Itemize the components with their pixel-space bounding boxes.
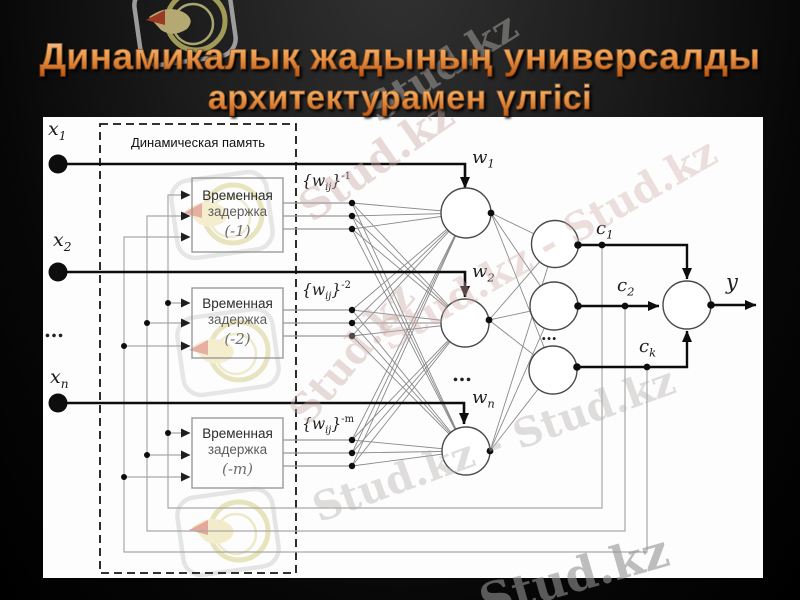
layer2-neuron-k	[528, 345, 578, 395]
weight-label-w1: w1	[472, 147, 495, 171]
dynamic-memory-label: Динамическая память	[130, 135, 265, 150]
delay-output-lines	[283, 202, 352, 467]
delay-block-1-label: Временная задержка (-1)	[202, 188, 273, 240]
weight-matrix-label-m: {wij}-m	[302, 414, 355, 437]
hidden-layer-ellipsis: …	[452, 362, 474, 386]
feedback-loop-lines	[123, 190, 648, 553]
slide-title-line-2: архитектурамен үлгісі	[0, 79, 800, 118]
input-label-xn: xn	[50, 366, 69, 391]
delay-block-2-label: Временная задержка (-2)	[202, 296, 273, 348]
coupling-label-ck: ck	[639, 336, 657, 360]
output-neuron	[662, 280, 712, 330]
layer2-neuron-2	[529, 281, 579, 331]
delay-block-1	[191, 177, 284, 253]
weight-label-wn: wn	[472, 387, 495, 411]
input-signal-lines	[58, 162, 470, 425]
layer2-neurons	[528, 219, 580, 395]
coupling-label-c1: c1	[596, 218, 614, 242]
feedback-branch-dots	[121, 300, 171, 480]
dynamic-memory-dashed-box	[99, 123, 297, 574]
weight-matrix-label-1: {wij}-1	[302, 171, 351, 194]
hidden-neuron-n	[441, 426, 491, 476]
inputs-ellipsis: …	[44, 318, 66, 342]
hidden-neuron-1	[440, 187, 492, 239]
delay-block-3	[191, 417, 284, 489]
delay-block-3-label: Временная задержка (-m)	[202, 426, 273, 478]
layer2-neuron-1	[530, 219, 580, 269]
coupling-label-c2: c2	[617, 275, 635, 299]
coupling-lines	[577, 243, 757, 369]
delay-block-2	[191, 287, 284, 359]
output-label-y: y	[726, 270, 738, 294]
slide-title-line-1: Динамикалық жадының универсалды	[0, 36, 800, 78]
coupling-junction-dots	[598, 241, 715, 371]
input-terminal-dots	[48, 154, 68, 413]
weight-matrix-label-2: {wij}-2	[302, 280, 351, 303]
hidden-neuron-2	[440, 298, 490, 348]
layer2-ellipsis: …	[541, 325, 559, 344]
weight-label-w2: w2	[472, 261, 495, 285]
input-label-x2: x2	[53, 229, 72, 254]
hidden-output-dots	[485, 209, 495, 455]
input-label-x1: x1	[48, 118, 67, 143]
delay-blocks	[191, 177, 284, 489]
delay-output-dots	[348, 199, 356, 470]
diagram-white-canvas	[43, 117, 763, 578]
